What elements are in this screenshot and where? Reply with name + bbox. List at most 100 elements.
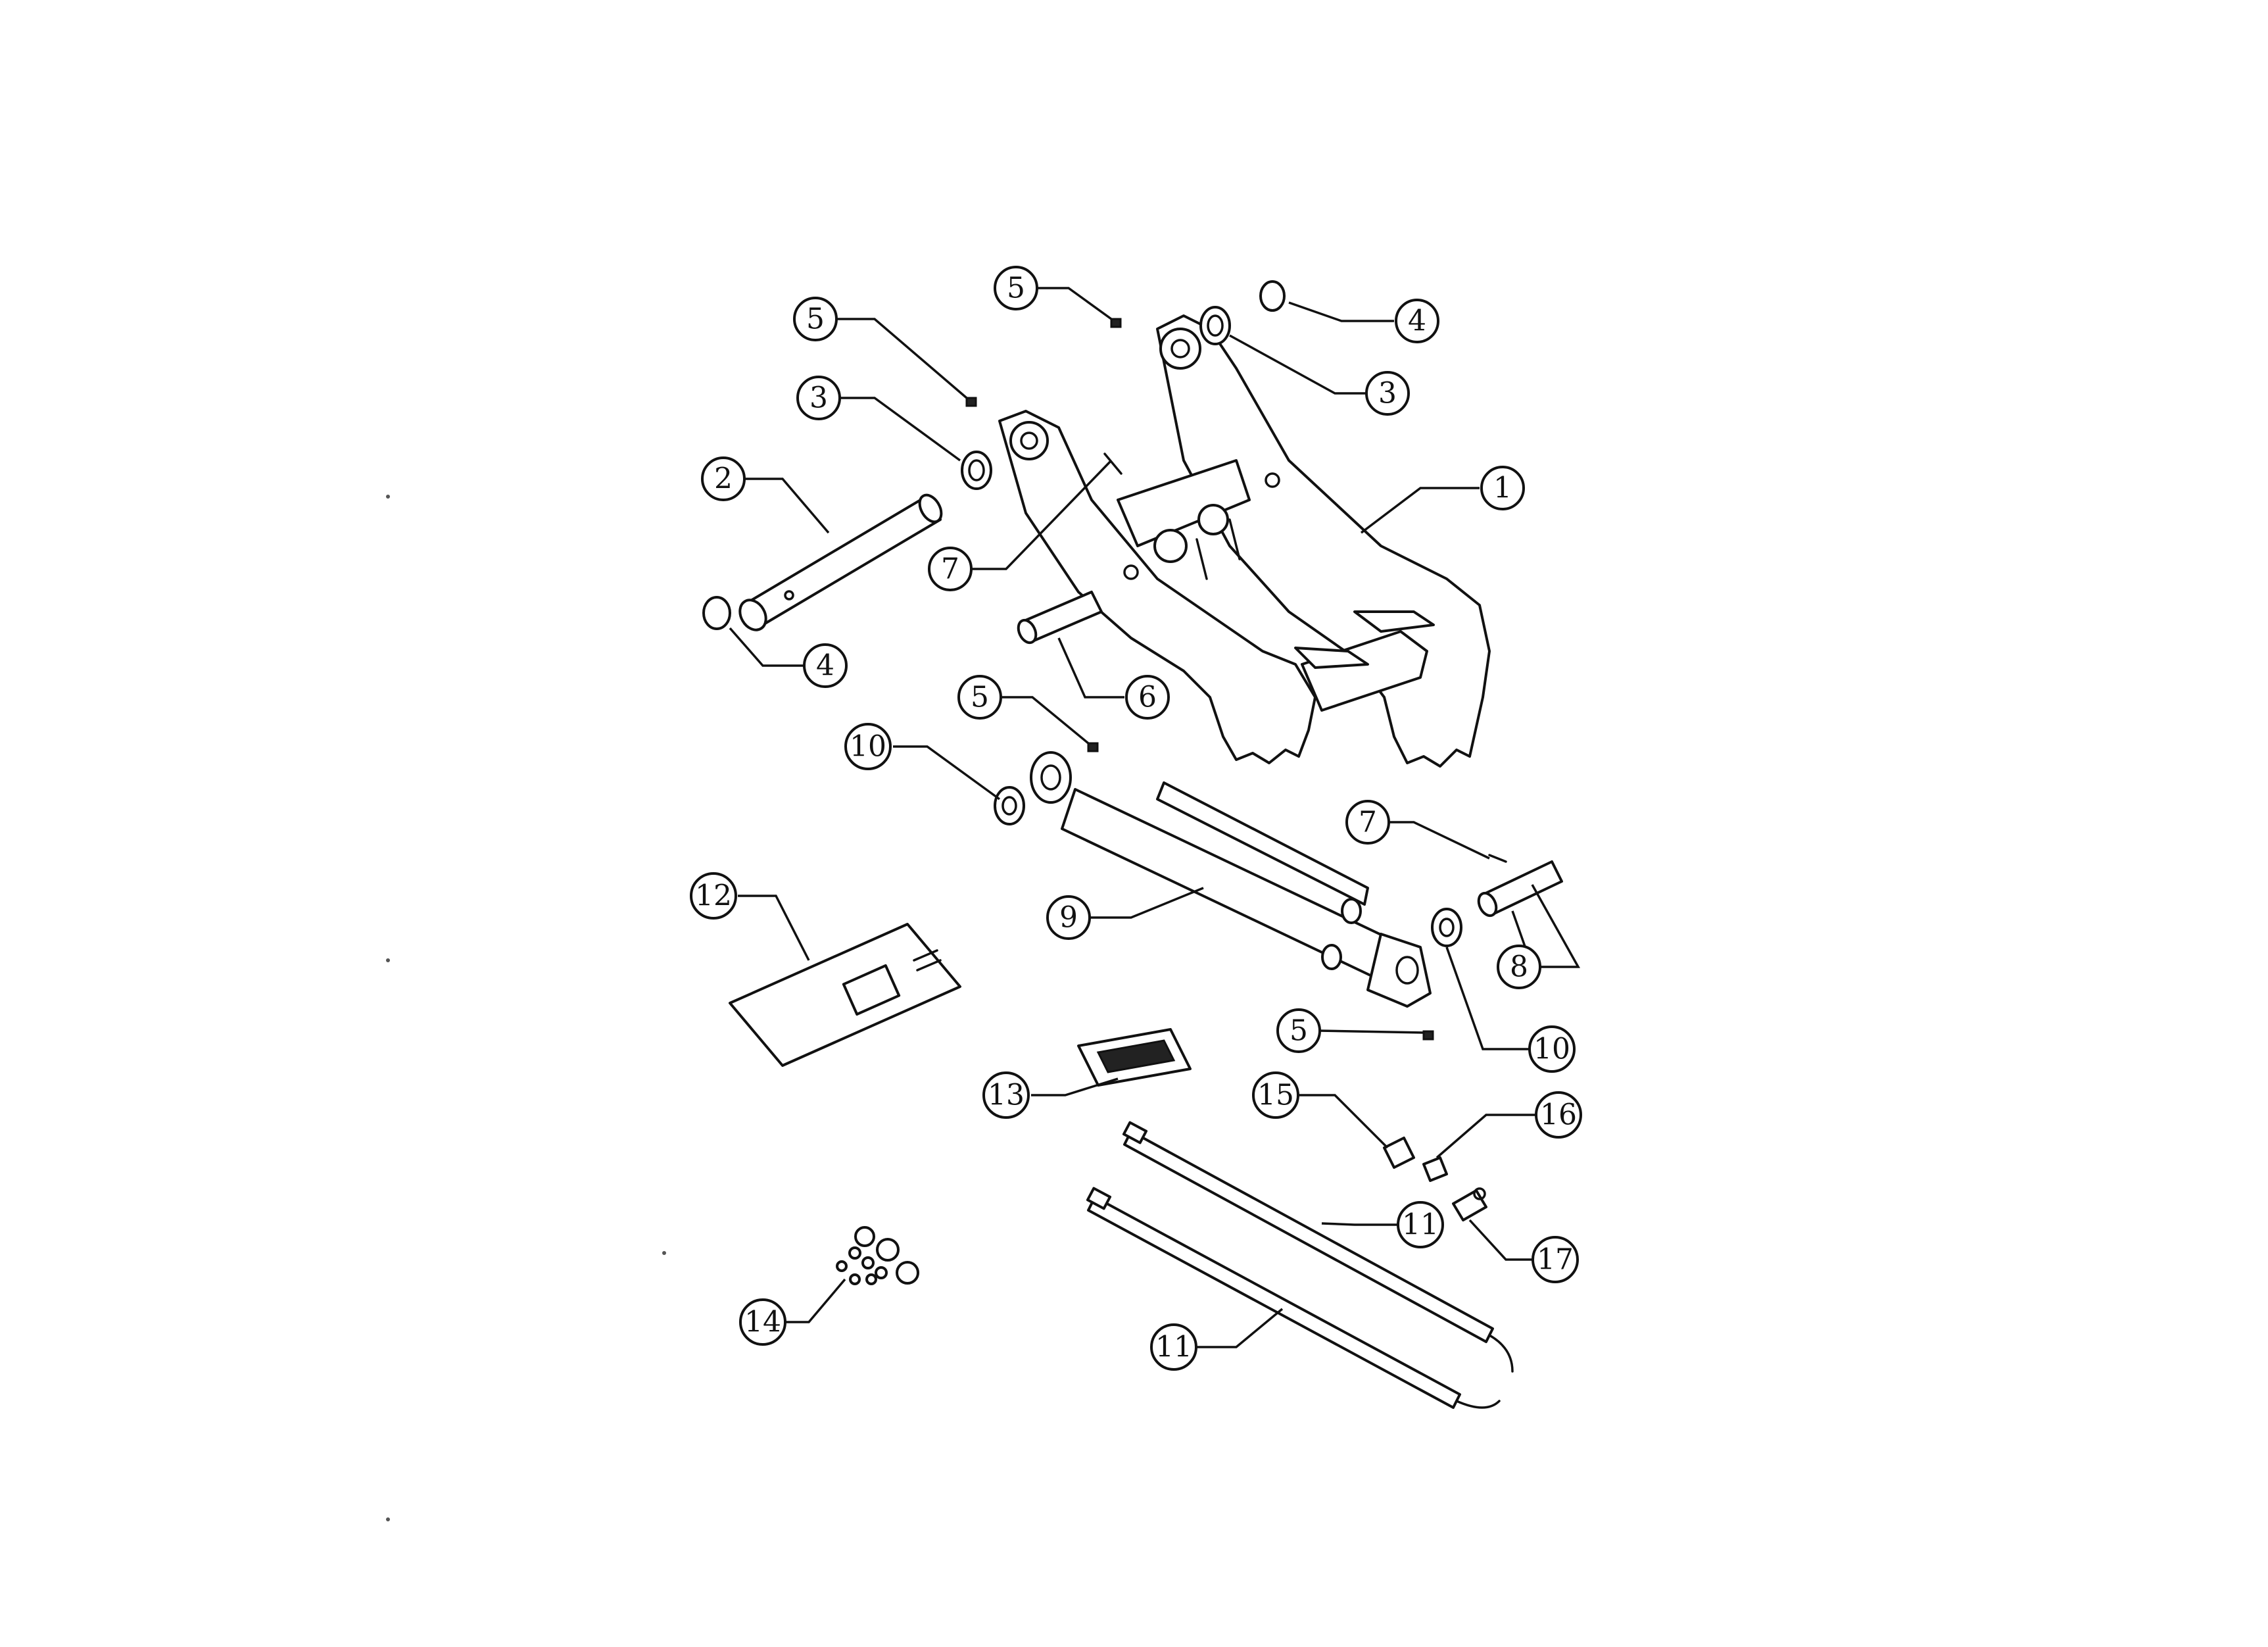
leader-10a: [893, 745, 1001, 800]
stray-mark: [662, 1251, 666, 1255]
callout-11: 11: [1150, 1323, 1197, 1371]
callout-9: 9: [1046, 895, 1091, 940]
svg-text:8: 8: [1510, 950, 1528, 984]
leader-11a: [1321, 1222, 1397, 1226]
fitting-part-15: [1383, 1137, 1415, 1169]
svg-text:13: 13: [988, 1079, 1025, 1112]
svg-text:14: 14: [744, 1306, 781, 1339]
stray-mark: [386, 958, 390, 962]
callout-14: 14: [739, 1298, 786, 1346]
callout-11: 11: [1397, 1201, 1444, 1248]
leader-6: [1057, 637, 1124, 699]
leader-3b: [1229, 334, 1368, 395]
leader-5b: [1036, 287, 1113, 320]
svg-text:9: 9: [1059, 901, 1078, 935]
stray-mark: [386, 1517, 390, 1521]
hose-part-11-lower: [1086, 1187, 1501, 1409]
bushing-part-10-right: [1431, 908, 1462, 947]
hose-part-11-upper: [1122, 1121, 1514, 1373]
callout-5: 5: [1276, 1008, 1321, 1053]
leader-12: [738, 895, 810, 961]
callout-3: 3: [1365, 371, 1410, 416]
svg-text:7: 7: [941, 553, 959, 586]
leader-15: [1299, 1094, 1389, 1149]
svg-text:1: 1: [1493, 472, 1512, 505]
callout-7: 7: [928, 547, 973, 591]
callout-3: 3: [796, 376, 841, 420]
svg-text:3: 3: [1378, 377, 1397, 410]
bushing-part-10-left: [994, 786, 1025, 825]
callout-5: 5: [957, 675, 1002, 720]
leader-9: [1090, 887, 1204, 919]
svg-text:5: 5: [806, 303, 825, 336]
leader-10b: [1445, 946, 1529, 1050]
leader-8b: [1531, 884, 1580, 968]
grease-fitting-part-5: [1422, 1030, 1434, 1041]
callout-8: 8: [1497, 945, 1541, 989]
leader-4a: [729, 627, 806, 667]
callout-13: 13: [982, 1071, 1030, 1119]
callout-17: 17: [1532, 1236, 1579, 1283]
callout-10: 10: [844, 723, 892, 770]
svg-text:10: 10: [1533, 1033, 1570, 1066]
callout-5: 5: [793, 297, 838, 341]
leader-5a: [835, 318, 968, 399]
stray-mark: [386, 495, 390, 499]
leader-11b: [1197, 1308, 1284, 1348]
leader-7b: [1378, 821, 1490, 860]
cylinder-part-9: [1030, 751, 1432, 1008]
pin-part-2: [738, 493, 943, 631]
bushing-part-3-left: [961, 451, 992, 490]
callout-16: 16: [1535, 1091, 1582, 1139]
fitting-part-16: [1422, 1156, 1448, 1182]
leader-3a: [835, 397, 961, 462]
leader-5d: [1318, 1029, 1424, 1034]
grease-fitting-part-5: [965, 397, 977, 407]
callout-1: 1: [1480, 466, 1525, 510]
pin-part-6: [1017, 591, 1103, 645]
bushing-part-3-right: [1199, 306, 1231, 345]
snap-ring-part-4-right: [1259, 280, 1286, 312]
callout-12: 12: [690, 872, 737, 920]
svg-text:15: 15: [1257, 1079, 1294, 1112]
leader-5c: [1000, 696, 1090, 745]
svg-text:4: 4: [1408, 305, 1426, 338]
leader-13: [1031, 1077, 1119, 1096]
callout-15: 15: [1252, 1071, 1299, 1119]
grease-fitting-part-5: [1110, 318, 1122, 328]
callout-2: 2: [701, 456, 746, 501]
svg-text:11: 11: [1402, 1208, 1439, 1242]
callout-10: 10: [1528, 1025, 1576, 1073]
svg-text:16: 16: [1540, 1098, 1577, 1132]
pin-part-8: [1477, 860, 1563, 918]
fitting-part-17: [1452, 1187, 1487, 1221]
callout-6: 6: [1125, 675, 1170, 720]
leader-7a: [972, 459, 1113, 570]
svg-text:11: 11: [1155, 1331, 1192, 1364]
svg-text:12: 12: [695, 879, 732, 913]
callout-5: 5: [994, 266, 1038, 310]
manual-part-12: [729, 923, 961, 1067]
svg-text:2: 2: [714, 462, 733, 496]
roll-pin-part-7: [1103, 453, 1122, 475]
leader-4b: [1288, 301, 1394, 322]
callout-7: 7: [1345, 800, 1390, 845]
svg-text:4: 4: [816, 649, 834, 683]
svg-text:5: 5: [1007, 272, 1025, 305]
snap-ring-part-4-left: [702, 596, 731, 630]
svg-text:5: 5: [1290, 1014, 1308, 1048]
leader-16: [1436, 1114, 1535, 1159]
decal-part-13: [1077, 1028, 1192, 1087]
svg-text:10: 10: [850, 730, 886, 764]
svg-text:6: 6: [1138, 681, 1157, 714]
leader-2: [743, 478, 830, 534]
roll-pin-part-7: [1488, 854, 1507, 863]
callout-4: 4: [803, 643, 848, 688]
leader-17: [1468, 1219, 1532, 1261]
svg-text:3: 3: [809, 381, 828, 415]
frame-part-1: [998, 314, 1491, 768]
grease-fitting-part-5: [1087, 742, 1099, 752]
leader-lines: [729, 287, 1580, 1348]
callout-4: 4: [1395, 299, 1439, 343]
